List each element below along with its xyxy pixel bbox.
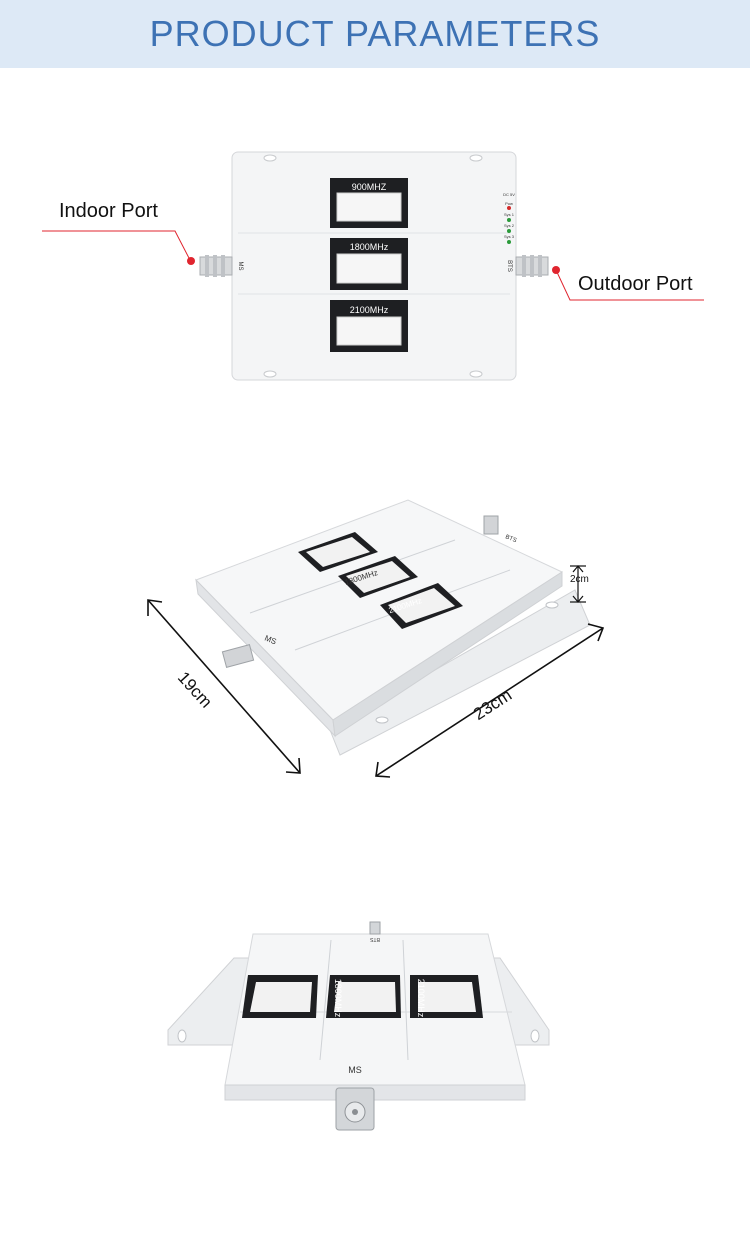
repeater-angled	[195, 499, 591, 756]
outdoor-port-label: Outdoor Port	[578, 273, 693, 295]
depth-arrow	[147, 599, 301, 774]
outdoor-callout-line	[552, 266, 704, 301]
angle-port-label-ms: MS	[263, 634, 277, 647]
page-title: PRODUCT PARAMETERS	[149, 13, 601, 54]
angle-view-device: 1800MHz 2100MHz MS BTS	[147, 499, 605, 778]
port-label-bts: BTS	[506, 260, 512, 272]
led-label-pow: Pow	[505, 201, 513, 206]
led-label-sys1: Sys 1	[504, 212, 515, 217]
indoor-port-label: Indoor Port	[59, 200, 158, 222]
led-label-sys3: Sys 3	[504, 234, 515, 239]
repeater-bottom	[167, 921, 550, 1131]
height-arrow	[570, 565, 586, 603]
bottom-lcd-label-1800: 1800MHz	[333, 979, 343, 1018]
port-label-ms: MS	[237, 262, 243, 271]
indoor-callout-line	[42, 230, 195, 265]
header-banner: PRODUCT PARAMETERS	[0, 0, 750, 68]
angle-port-label-bts: BTS	[504, 534, 517, 544]
width-arrow	[375, 623, 605, 778]
front-view-device: 900MHZ 1800MHz 2100MHz MS BTS DC 5V Pow …	[42, 151, 704, 381]
lcd-label-1800: 1800MHz	[350, 242, 389, 252]
bottom-view-device: MS BTS 1800MHz 2100MHz	[167, 921, 550, 1131]
power-label: DC 5V	[503, 192, 515, 197]
lcd-label-2100: 2100MHz	[350, 305, 389, 315]
lcd-label-900: 900MHZ	[352, 182, 387, 192]
bottom-port-label-ms: MS	[348, 1065, 362, 1075]
height-dimension: 2cm	[570, 574, 589, 585]
bottom-port-label-bts: BTS	[369, 936, 379, 942]
bottom-lcd-label-2100: 2100MHz	[416, 979, 426, 1018]
repeater-front	[199, 151, 549, 381]
led-label-sys2: Sys 2	[504, 223, 515, 228]
